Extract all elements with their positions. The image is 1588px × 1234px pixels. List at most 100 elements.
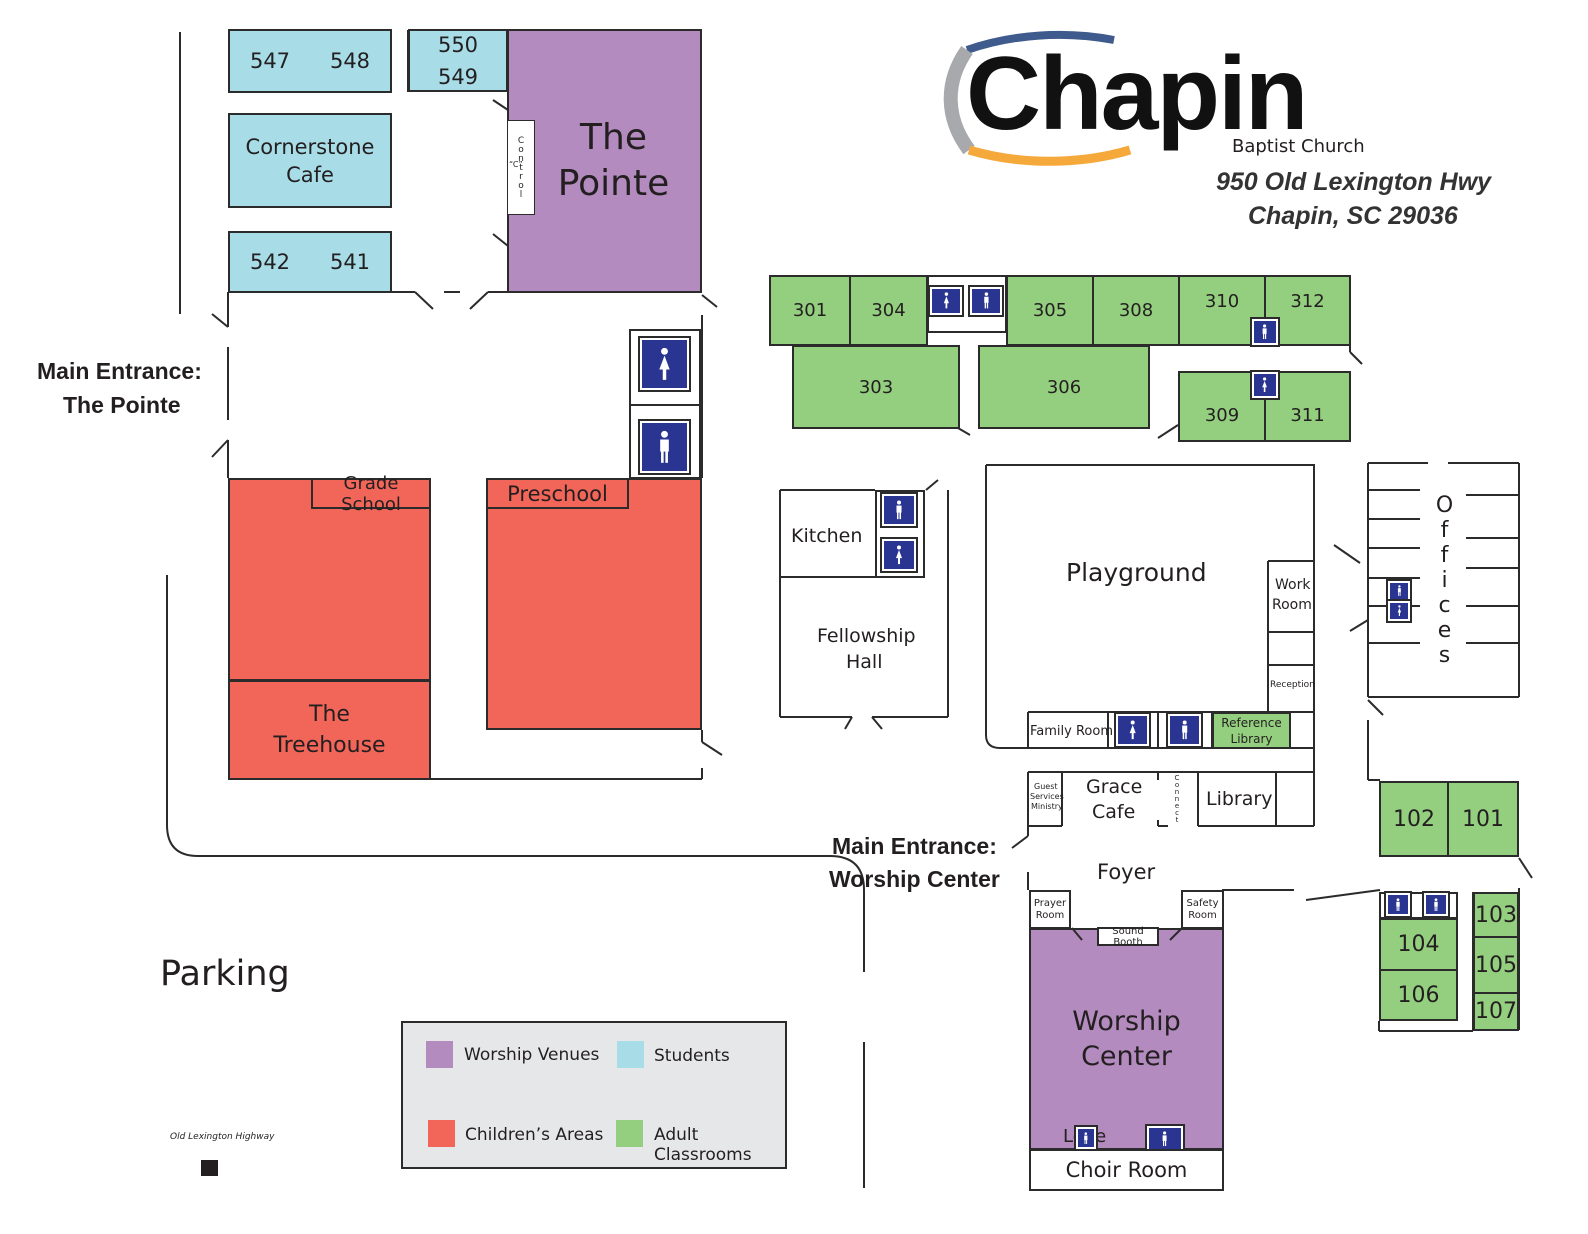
room-541-label: 541 bbox=[329, 250, 371, 274]
room-cornerstone-cafe: Cornerstone Cafe bbox=[228, 113, 392, 208]
worship-label-1: Worship bbox=[1072, 1006, 1181, 1037]
room-310-label: 310 bbox=[1204, 291, 1240, 312]
safety-label-2: Room bbox=[1188, 909, 1217, 921]
logo-arc-blue bbox=[965, 30, 1115, 54]
woman-icon bbox=[943, 292, 949, 309]
work-room-label-1: Work bbox=[1275, 577, 1311, 593]
guest-services-label-3: Ministry bbox=[1031, 802, 1063, 811]
choir-room-label: Choir Room bbox=[1065, 1158, 1188, 1182]
restroom-310 bbox=[1250, 317, 1280, 347]
room-542-541: 542 541 bbox=[228, 231, 392, 293]
womens-restroom-offices bbox=[1386, 599, 1412, 623]
prayer-label-1: Prayer bbox=[1033, 897, 1067, 909]
room-312: 312 bbox=[1264, 275, 1351, 346]
woman-icon bbox=[659, 347, 670, 380]
room-105: 105 bbox=[1473, 936, 1519, 994]
address-line-1: 950 Old Lexington Hwy bbox=[1216, 168, 1492, 196]
room-308-label: 308 bbox=[1118, 300, 1154, 321]
man-icon bbox=[1163, 1131, 1167, 1147]
room-311: 311 bbox=[1264, 371, 1351, 442]
family-room-label: Family Room bbox=[1030, 724, 1113, 739]
playground-label: Playground bbox=[1066, 558, 1207, 587]
room-547-label: 547 bbox=[249, 49, 291, 73]
venue-worship-center: Worship Center bbox=[1029, 928, 1224, 1150]
entrance-pointe-label-2: The Pointe bbox=[63, 392, 181, 418]
pointe-label-1: The bbox=[580, 117, 647, 158]
treehouse-label-2: Treehouse bbox=[273, 733, 386, 758]
connect-label: Connect bbox=[1173, 774, 1181, 823]
room-choir: Choir Room bbox=[1029, 1149, 1224, 1191]
entrance-worship-label-1: Main Entrance: bbox=[832, 833, 997, 859]
address-line-2: Chapin, SC 29036 bbox=[1248, 202, 1458, 230]
parking-label: Parking bbox=[160, 954, 290, 994]
room-103: 103 bbox=[1473, 892, 1519, 938]
worship-label-2: Center bbox=[1081, 1041, 1172, 1072]
reference-label-1: Reference bbox=[1221, 715, 1282, 730]
foyer-label: Foyer bbox=[1097, 860, 1156, 884]
room-542-label: 542 bbox=[249, 250, 291, 274]
control-c-label: “C” bbox=[509, 160, 523, 169]
room-103-label: 103 bbox=[1475, 902, 1517, 928]
mens-restroom-100-b bbox=[1422, 891, 1450, 918]
grace-cafe-label-2: Cafe bbox=[1092, 801, 1136, 823]
room-306-label: 306 bbox=[1046, 376, 1082, 398]
man-icon bbox=[1263, 324, 1267, 340]
room-106-label: 106 bbox=[1397, 982, 1440, 1008]
guest-services-label-1: Guest bbox=[1034, 782, 1058, 791]
woman-icon bbox=[895, 545, 903, 565]
safety-label-1: Safety bbox=[1186, 897, 1219, 909]
entrance-pointe-label-1: Main Entrance: bbox=[37, 358, 202, 384]
prayer-label-2: Room bbox=[1035, 909, 1065, 921]
room-303: 303 bbox=[792, 345, 960, 429]
road-label: Old Lexington Highway bbox=[170, 1132, 275, 1142]
legend-adult-label: Adult Classrooms bbox=[654, 1125, 752, 1165]
man-icon bbox=[896, 500, 902, 520]
pointe-label-2: Pointe bbox=[557, 163, 670, 204]
room-106: 106 bbox=[1379, 969, 1458, 1021]
room-550-label: 550 bbox=[437, 32, 479, 57]
room-sound-booth: Sound Booth bbox=[1097, 926, 1159, 948]
woman-icon bbox=[1129, 720, 1136, 740]
woman-icon bbox=[1262, 377, 1268, 393]
room-105-label: 105 bbox=[1475, 952, 1517, 978]
reception-label: Reception bbox=[1270, 680, 1315, 690]
room-the-treehouse: The Treehouse bbox=[228, 680, 431, 780]
restroom-309 bbox=[1250, 370, 1280, 400]
room-107-label: 107 bbox=[1475, 999, 1517, 1024]
legend-swatch-worship bbox=[426, 1041, 453, 1068]
man-icon bbox=[660, 430, 669, 463]
room-304: 304 bbox=[849, 275, 928, 346]
legend-worship-label: Worship Venues bbox=[464, 1045, 600, 1065]
grade-school-sign: Grade School bbox=[311, 473, 431, 515]
logo-arc-gray bbox=[943, 45, 975, 155]
room-reference-library: Reference Library bbox=[1212, 712, 1291, 749]
room-548-label: 548 bbox=[329, 49, 371, 73]
room-control: Control bbox=[507, 120, 535, 215]
room-306: 306 bbox=[978, 345, 1150, 429]
room-304-label: 304 bbox=[871, 300, 906, 321]
library-label: Library bbox=[1206, 788, 1273, 810]
mens-restroom-100-a bbox=[1384, 891, 1412, 918]
legend-swatch-students bbox=[617, 1041, 644, 1068]
room-104: 104 bbox=[1379, 918, 1458, 971]
room-301-label: 301 bbox=[792, 300, 828, 321]
entrance-worship-label-2: Worship Center bbox=[829, 866, 1000, 892]
reference-label-2: Library bbox=[1230, 731, 1273, 746]
grade-school-label: Grade School bbox=[341, 472, 401, 515]
venue-the-pointe: The Pointe bbox=[507, 29, 702, 293]
legend-swatch-adult bbox=[616, 1120, 643, 1147]
room-303-label: 303 bbox=[858, 376, 894, 398]
fellowship-label-1: Fellowship bbox=[817, 625, 916, 647]
mens-restroom-pointe bbox=[638, 419, 691, 475]
room-308: 308 bbox=[1092, 275, 1180, 346]
control-label: Control bbox=[516, 136, 526, 199]
treehouse-label-1: The bbox=[309, 702, 350, 727]
restroom-loge-2 bbox=[1145, 1124, 1185, 1154]
legend-students-label: Students bbox=[654, 1046, 730, 1066]
room-309-label: 309 bbox=[1204, 405, 1240, 426]
man-icon bbox=[983, 292, 989, 309]
room-550-549: 550 549 bbox=[408, 29, 508, 92]
